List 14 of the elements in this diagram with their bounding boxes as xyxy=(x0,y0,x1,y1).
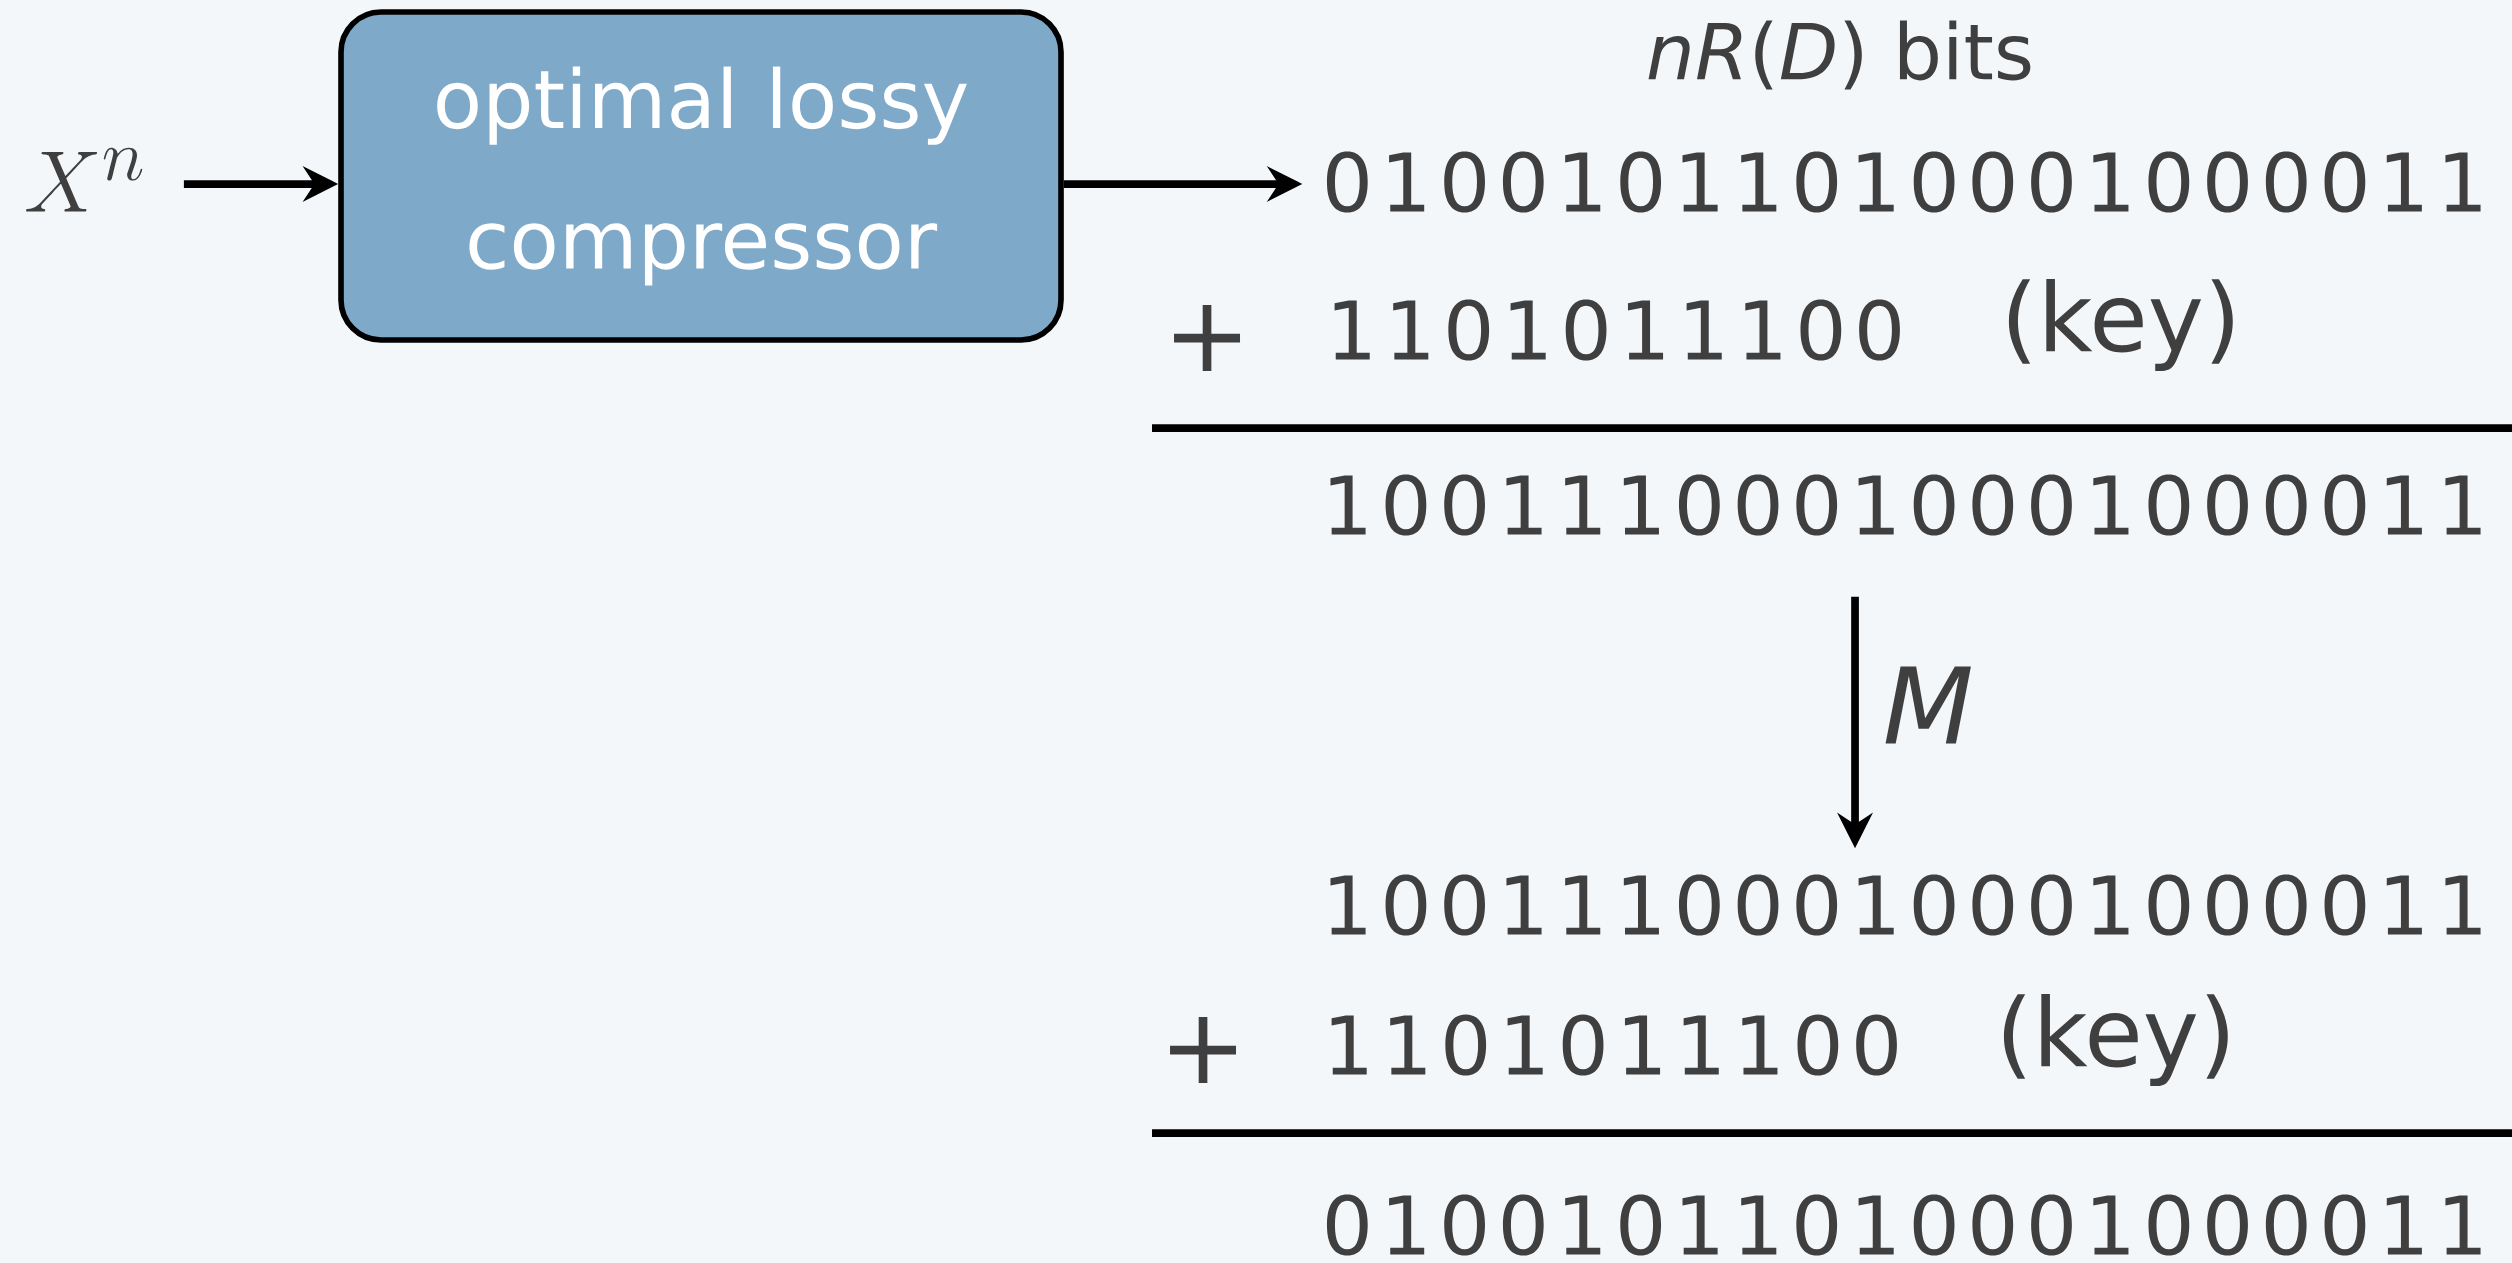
caption: nR(D) bits xyxy=(1648,20,2031,90)
bit-string: 1101011100 xyxy=(1334,299,1900,361)
plus-sign: + xyxy=(1174,305,1240,372)
key-label: (key) xyxy=(2003,994,2228,1086)
bit-string: 10011100010001000011 xyxy=(1330,474,2481,536)
bit-string: 01001011010001000011 xyxy=(1326,151,2481,213)
process-box: optimal lossy compressor xyxy=(338,9,1064,343)
bit-string: 10011100010001000011 xyxy=(1330,874,2481,936)
bit-string: 1101011100 xyxy=(1331,1014,1897,1076)
variable-label: $X^n$ xyxy=(26,147,143,212)
bit-string: 01001011010001000011 xyxy=(1326,1194,2481,1256)
plus-sign: + xyxy=(1170,1017,1236,1084)
key-label: (key) xyxy=(2008,279,2233,371)
edge-label: M xyxy=(1885,666,1971,744)
